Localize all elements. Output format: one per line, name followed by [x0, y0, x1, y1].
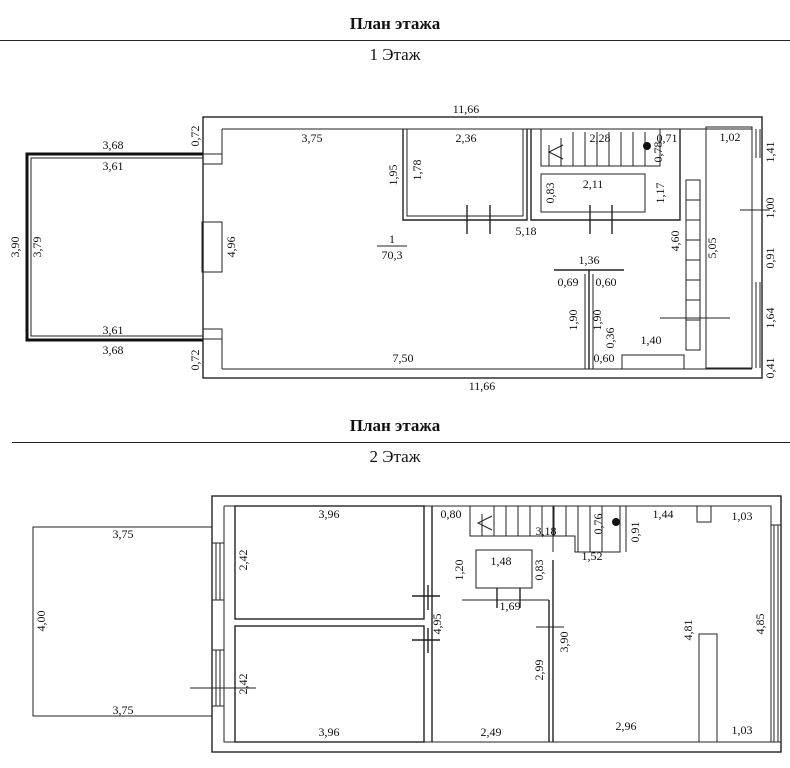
dim-t-left: 0,69 [558, 275, 579, 289]
dim-closet-height: 0,83 [543, 183, 557, 204]
dim-room-a-width: 2,36 [456, 131, 477, 145]
dim-right-side-1: 1,41 [763, 142, 777, 163]
dim-stair-side: 0,91 [628, 522, 642, 543]
dim-room-bottom-height: 2,42 [236, 674, 250, 695]
dim-right-niche: 1,03 [732, 509, 753, 523]
dim-bath-left: 1,20 [452, 560, 466, 581]
plan1-title: План этажа [349, 14, 441, 33]
dim-closet-width: 2,11 [583, 177, 604, 191]
dim-t-post-left: 1,90 [566, 310, 580, 331]
dim-stair-width: 2,28 [590, 131, 611, 145]
dim-right-bottom: 1,03 [732, 723, 753, 737]
plan2-floor-label: 2 Этаж [369, 447, 421, 466]
dim-right-side-3: 0,91 [763, 248, 777, 269]
dim-stair-side: 0,78 [651, 142, 665, 163]
dim-bath-height: 0,83 [532, 560, 546, 581]
dim-t-base: 0,60 [594, 351, 615, 365]
plan2-header: План этажа 2 Этаж [0, 416, 790, 467]
dim-stair-top-right: 0,71 [657, 131, 678, 145]
dim-terrace-bottom-inner: 3,61 [103, 323, 124, 337]
dim-t-top: 1,36 [579, 253, 600, 267]
dim-right-top: 1,44 [653, 507, 674, 521]
dim-step-bottom: 0,72 [188, 350, 202, 371]
dim-stair-width: 3,18 [536, 524, 557, 538]
dim-right-side-2: 1,00 [763, 198, 777, 219]
dim-right-side-4: 1,64 [763, 308, 777, 329]
dim-balcony-height: 4,00 [34, 611, 48, 632]
dim-balcony-bottom: 3,75 [113, 703, 134, 717]
dim-balcony-top: 3,75 [113, 527, 134, 541]
dim-corridor-bottom: 2,49 [481, 725, 502, 739]
dim-terrace-bottom-outer: 3,68 [103, 343, 124, 357]
dim-bath-width: 1,48 [491, 554, 512, 568]
plan1-walls [201, 116, 770, 379]
dim-right-strip-top: 1,02 [720, 130, 741, 144]
dim-room-a-height-outer: 1,95 [386, 165, 400, 186]
dim-step-top: 0,72 [188, 126, 202, 147]
dim-t-right: 0,60 [596, 275, 617, 289]
dim-bath-bottom: 1,69 [500, 599, 521, 613]
dim-room-a-height-inner: 1,78 [410, 160, 424, 181]
dim-bottom-right: 1,40 [641, 333, 662, 347]
balcony-outline [32, 526, 212, 717]
room-area: 70,3 [382, 248, 403, 262]
dim-closet-side: 1,17 [653, 183, 667, 204]
plan2-dimensions: 3,75 3,75 4,00 3,96 2,42 3,96 2,42 4,95 … [34, 507, 767, 739]
dim-bedrooms-height: 4,95 [430, 614, 444, 635]
dim-wall-length-b: 5,05 [705, 238, 719, 259]
dim-stair-left: 0,80 [441, 507, 462, 521]
dim-terrace-top-inner: 3,61 [103, 159, 124, 173]
plan1-drawing: 11,66 11,66 3,68 3,61 3,61 3,68 3,90 3,7… [8, 102, 777, 393]
dim-hall-height: 4,81 [681, 620, 695, 641]
dim-stair-small: 0,76 [591, 514, 605, 535]
plan2-title: План этажа [349, 416, 441, 435]
dim-t-post-low: 0,36 [603, 328, 617, 349]
plan1-floor-label: 1 Этаж [369, 45, 421, 64]
plan1-title-rule [0, 40, 790, 41]
dim-corridor-height: 3,90 [557, 632, 571, 653]
dim-top-total: 11,66 [453, 102, 480, 116]
terrace-outline [25, 152, 203, 342]
dim-bottom-total: 11,66 [469, 379, 496, 393]
dim-corridor-lower: 2,99 [532, 660, 546, 681]
plan2-walls [190, 495, 782, 753]
plan1-dimensions: 11,66 11,66 3,68 3,61 3,61 3,68 3,90 3,7… [8, 102, 777, 393]
dim-hall-bottom: 7,50 [393, 351, 414, 365]
dim-hall-top: 3,75 [302, 131, 323, 145]
dim-right-wall: 4,85 [753, 614, 767, 635]
dim-t-post-right: 1,90 [590, 310, 604, 331]
room-number: 1 [389, 232, 395, 246]
dim-column: 4,96 [224, 237, 238, 258]
dim-terrace-height-inner: 3,79 [30, 237, 44, 258]
plan2-drawing: 3,75 3,75 4,00 3,96 2,42 3,96 2,42 4,95 … [32, 495, 782, 753]
dim-partition: 5,18 [516, 224, 537, 238]
dim-room-top-height: 2,42 [236, 550, 250, 571]
dim-hall-bottom: 2,96 [616, 719, 637, 733]
dim-terrace-top-outer: 3,68 [103, 138, 124, 152]
dim-landing: 1,52 [582, 549, 603, 563]
dim-right-side-5: 0,41 [763, 358, 777, 379]
dim-room-bottom-width: 3,96 [319, 725, 340, 739]
dim-terrace-height-outer: 3,90 [8, 237, 22, 258]
dim-wall-length-a: 4,60 [668, 231, 682, 252]
dim-room-top-width: 3,96 [319, 507, 340, 521]
plan2-title-rule [12, 442, 790, 443]
plan1-header: План этажа 1 Этаж [0, 14, 790, 65]
